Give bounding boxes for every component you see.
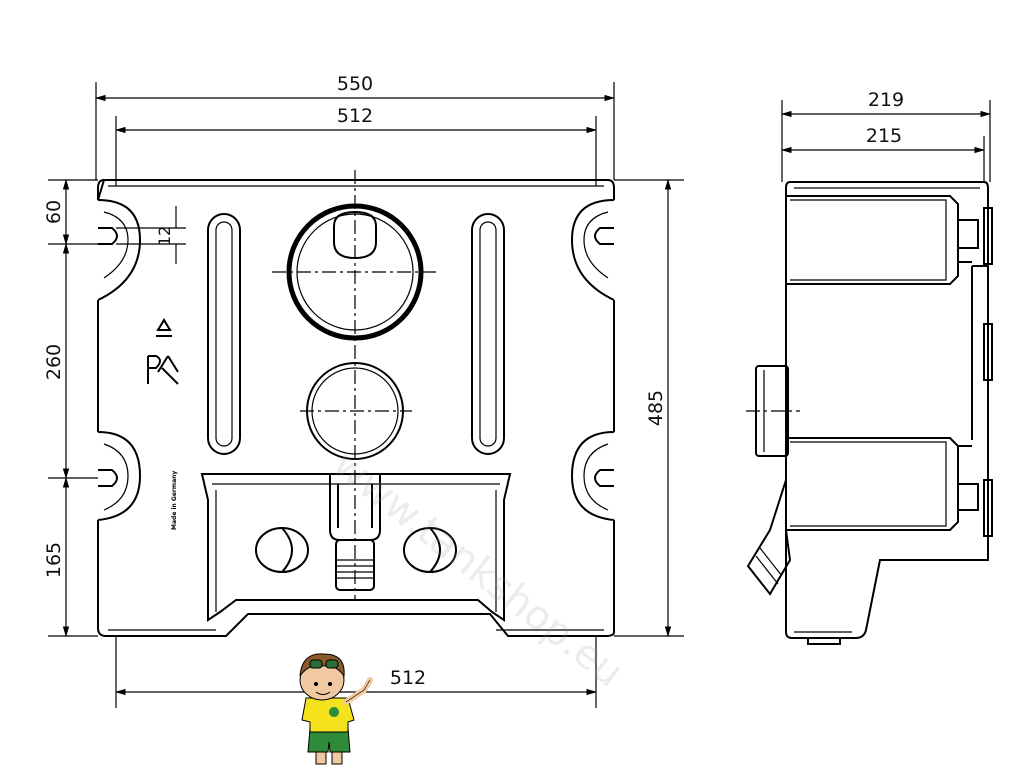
tank-outline (97, 178, 615, 637)
side-lug-top (983, 207, 993, 265)
dim-219: 219 (868, 89, 904, 111)
slot-right (471, 213, 505, 455)
side-outline (785, 181, 989, 639)
watermark: www.tankshop.eu (324, 442, 632, 697)
boss-right (403, 527, 457, 573)
side-lug-bottom (983, 479, 993, 537)
notch-right-bottom (570, 431, 615, 521)
dim-260: 260 (43, 344, 65, 380)
dim-12: 12 (155, 226, 174, 246)
slot-left (207, 213, 241, 455)
dim-165: 165 (43, 542, 65, 578)
dim-512-bottom: 512 (390, 667, 426, 689)
dim-512-top: 512 (337, 105, 373, 127)
dim-60: 60 (43, 200, 65, 224)
mascot-figure (299, 653, 373, 765)
material-marking (147, 355, 179, 385)
side-dimensions: 219 215 (780, 89, 992, 182)
recycling-symbol (156, 318, 172, 337)
notch-right-top (570, 199, 615, 301)
dim-550: 550 (337, 73, 373, 95)
side-lug-mid (983, 323, 993, 381)
side-outlet (746, 479, 792, 596)
bottom-recess (200, 473, 512, 622)
notch-left-top (97, 199, 142, 301)
made-in-label: Made in Germany (171, 471, 178, 530)
front-view: Made in Germany (97, 170, 615, 637)
side-view (746, 181, 993, 645)
notch-left-bottom (97, 431, 142, 521)
front-dimensions: 550 512 60 260 165 12 485 512 (43, 73, 684, 708)
dim-215: 215 (866, 125, 902, 147)
dim-485: 485 (645, 390, 667, 426)
boss-left (255, 527, 309, 573)
